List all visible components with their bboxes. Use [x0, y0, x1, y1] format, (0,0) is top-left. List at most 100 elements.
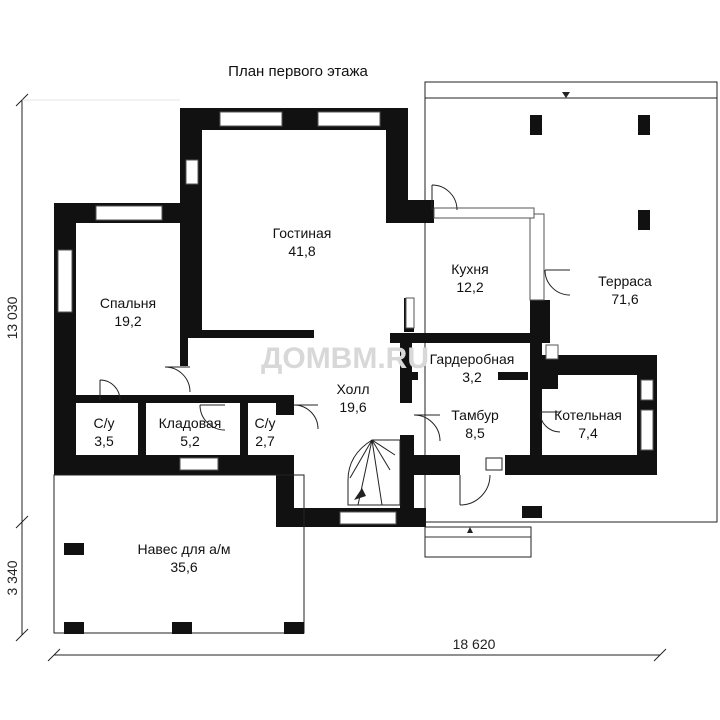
wall	[542, 375, 558, 389]
room-area: 19,2	[114, 313, 141, 329]
room-area: 41,8	[288, 243, 315, 259]
room-area: 12,2	[456, 279, 483, 295]
door-frame	[485, 457, 503, 471]
wall	[180, 338, 188, 366]
room-label-hall: Холл 19,6	[337, 381, 370, 415]
window	[219, 111, 283, 127]
door	[544, 269, 571, 296]
wall	[530, 300, 550, 343]
room-area: 35,6	[170, 559, 197, 575]
terrace-post	[638, 115, 650, 135]
room-area: 2,7	[255, 433, 275, 449]
room-name: Котельная	[554, 407, 622, 423]
room-name: Гостиная	[273, 225, 332, 241]
window	[529, 213, 545, 301]
room-name: Кухня	[451, 261, 488, 277]
entry-arrow-icon	[467, 527, 473, 533]
room-label-vestibule: Тамбур 8,5	[451, 407, 499, 441]
wall	[498, 372, 528, 380]
watermark: ДОМВМ.RU	[261, 342, 429, 375]
room-area: 8,5	[465, 425, 485, 441]
room-label-terrace: Терраса 71,6	[598, 273, 652, 307]
room-name: Навес для а/м	[138, 541, 231, 557]
room-area: 3,2	[462, 369, 482, 385]
wall	[180, 330, 314, 338]
wall	[276, 395, 294, 415]
room-name: С/у	[255, 415, 276, 431]
door	[431, 184, 458, 211]
room-area: 5,2	[180, 433, 200, 449]
room-label-bathroom-2: С/у 2,7	[255, 415, 276, 449]
room-name: Спальня	[100, 295, 156, 311]
door	[413, 414, 441, 442]
staircase	[347, 439, 401, 506]
dimension-width-total: 18 620	[453, 636, 496, 652]
wall	[530, 343, 542, 463]
room-area: 71,6	[611, 291, 638, 307]
room-label-boiler: Котельная 7,4	[554, 407, 622, 441]
window	[433, 207, 535, 219]
wall	[54, 455, 294, 475]
room-name: Гардеробная	[430, 351, 515, 367]
room-label-bathroom-1: С/у 3,5	[94, 415, 115, 449]
wall	[386, 108, 408, 223]
window	[339, 511, 397, 525]
door	[164, 366, 191, 393]
room-label-wardrobe: Гардеробная 3,2	[430, 351, 515, 385]
room-label-living: Гостиная 41,8	[273, 225, 332, 259]
wall	[400, 343, 412, 403]
room-label-kitchen: Кухня 12,2	[451, 261, 488, 295]
dimension-horizontal: 18 620	[47, 636, 667, 662]
door	[293, 404, 319, 430]
wall	[390, 333, 550, 343]
window	[57, 249, 73, 313]
wall	[240, 403, 248, 455]
room-label-bedroom: Спальня 19,2	[100, 295, 156, 329]
wall	[54, 203, 76, 475]
room-area: 7,4	[578, 425, 598, 441]
wall	[400, 435, 414, 527]
dimension-height-carport: 3 340	[4, 560, 20, 595]
wall	[408, 200, 434, 223]
door	[199, 404, 226, 431]
room-name: Тамбур	[451, 407, 499, 423]
door	[99, 379, 121, 401]
room-label-carport: Навес для а/м 35,6	[138, 541, 231, 575]
room-name: Холл	[337, 381, 370, 397]
fixture	[405, 297, 415, 329]
fixture	[545, 344, 559, 360]
carport-post	[64, 543, 84, 555]
room-area: 3,5	[94, 433, 114, 449]
wall	[54, 395, 294, 403]
entrance-porch	[424, 526, 532, 558]
wall	[138, 403, 146, 455]
carport-post	[172, 622, 192, 634]
wall	[414, 455, 460, 475]
dimension-vertical: 13 030 3 340	[4, 93, 180, 642]
dimension-height-main: 13 030	[4, 296, 20, 339]
terrace-post	[522, 506, 542, 518]
door	[459, 474, 491, 506]
terrace-post	[530, 115, 542, 135]
room-name: Терраса	[598, 273, 652, 289]
window	[640, 409, 654, 451]
room-name: С/у	[94, 415, 115, 431]
window	[185, 159, 199, 185]
plan-title: План первого этажа	[228, 63, 368, 80]
window	[317, 111, 381, 127]
window	[179, 457, 219, 471]
carport-post	[64, 622, 84, 634]
terrace-arrow-icon	[562, 92, 570, 98]
window	[640, 379, 654, 401]
wall	[542, 355, 657, 375]
room-area: 19,6	[339, 399, 366, 415]
terrace-post	[638, 210, 650, 230]
wall	[505, 455, 657, 475]
room-label-storage: Кладовая 5,2	[159, 415, 222, 449]
terrace-outline	[424, 81, 718, 523]
door	[539, 411, 561, 433]
room-name: Кладовая	[159, 415, 222, 431]
window	[95, 205, 163, 221]
